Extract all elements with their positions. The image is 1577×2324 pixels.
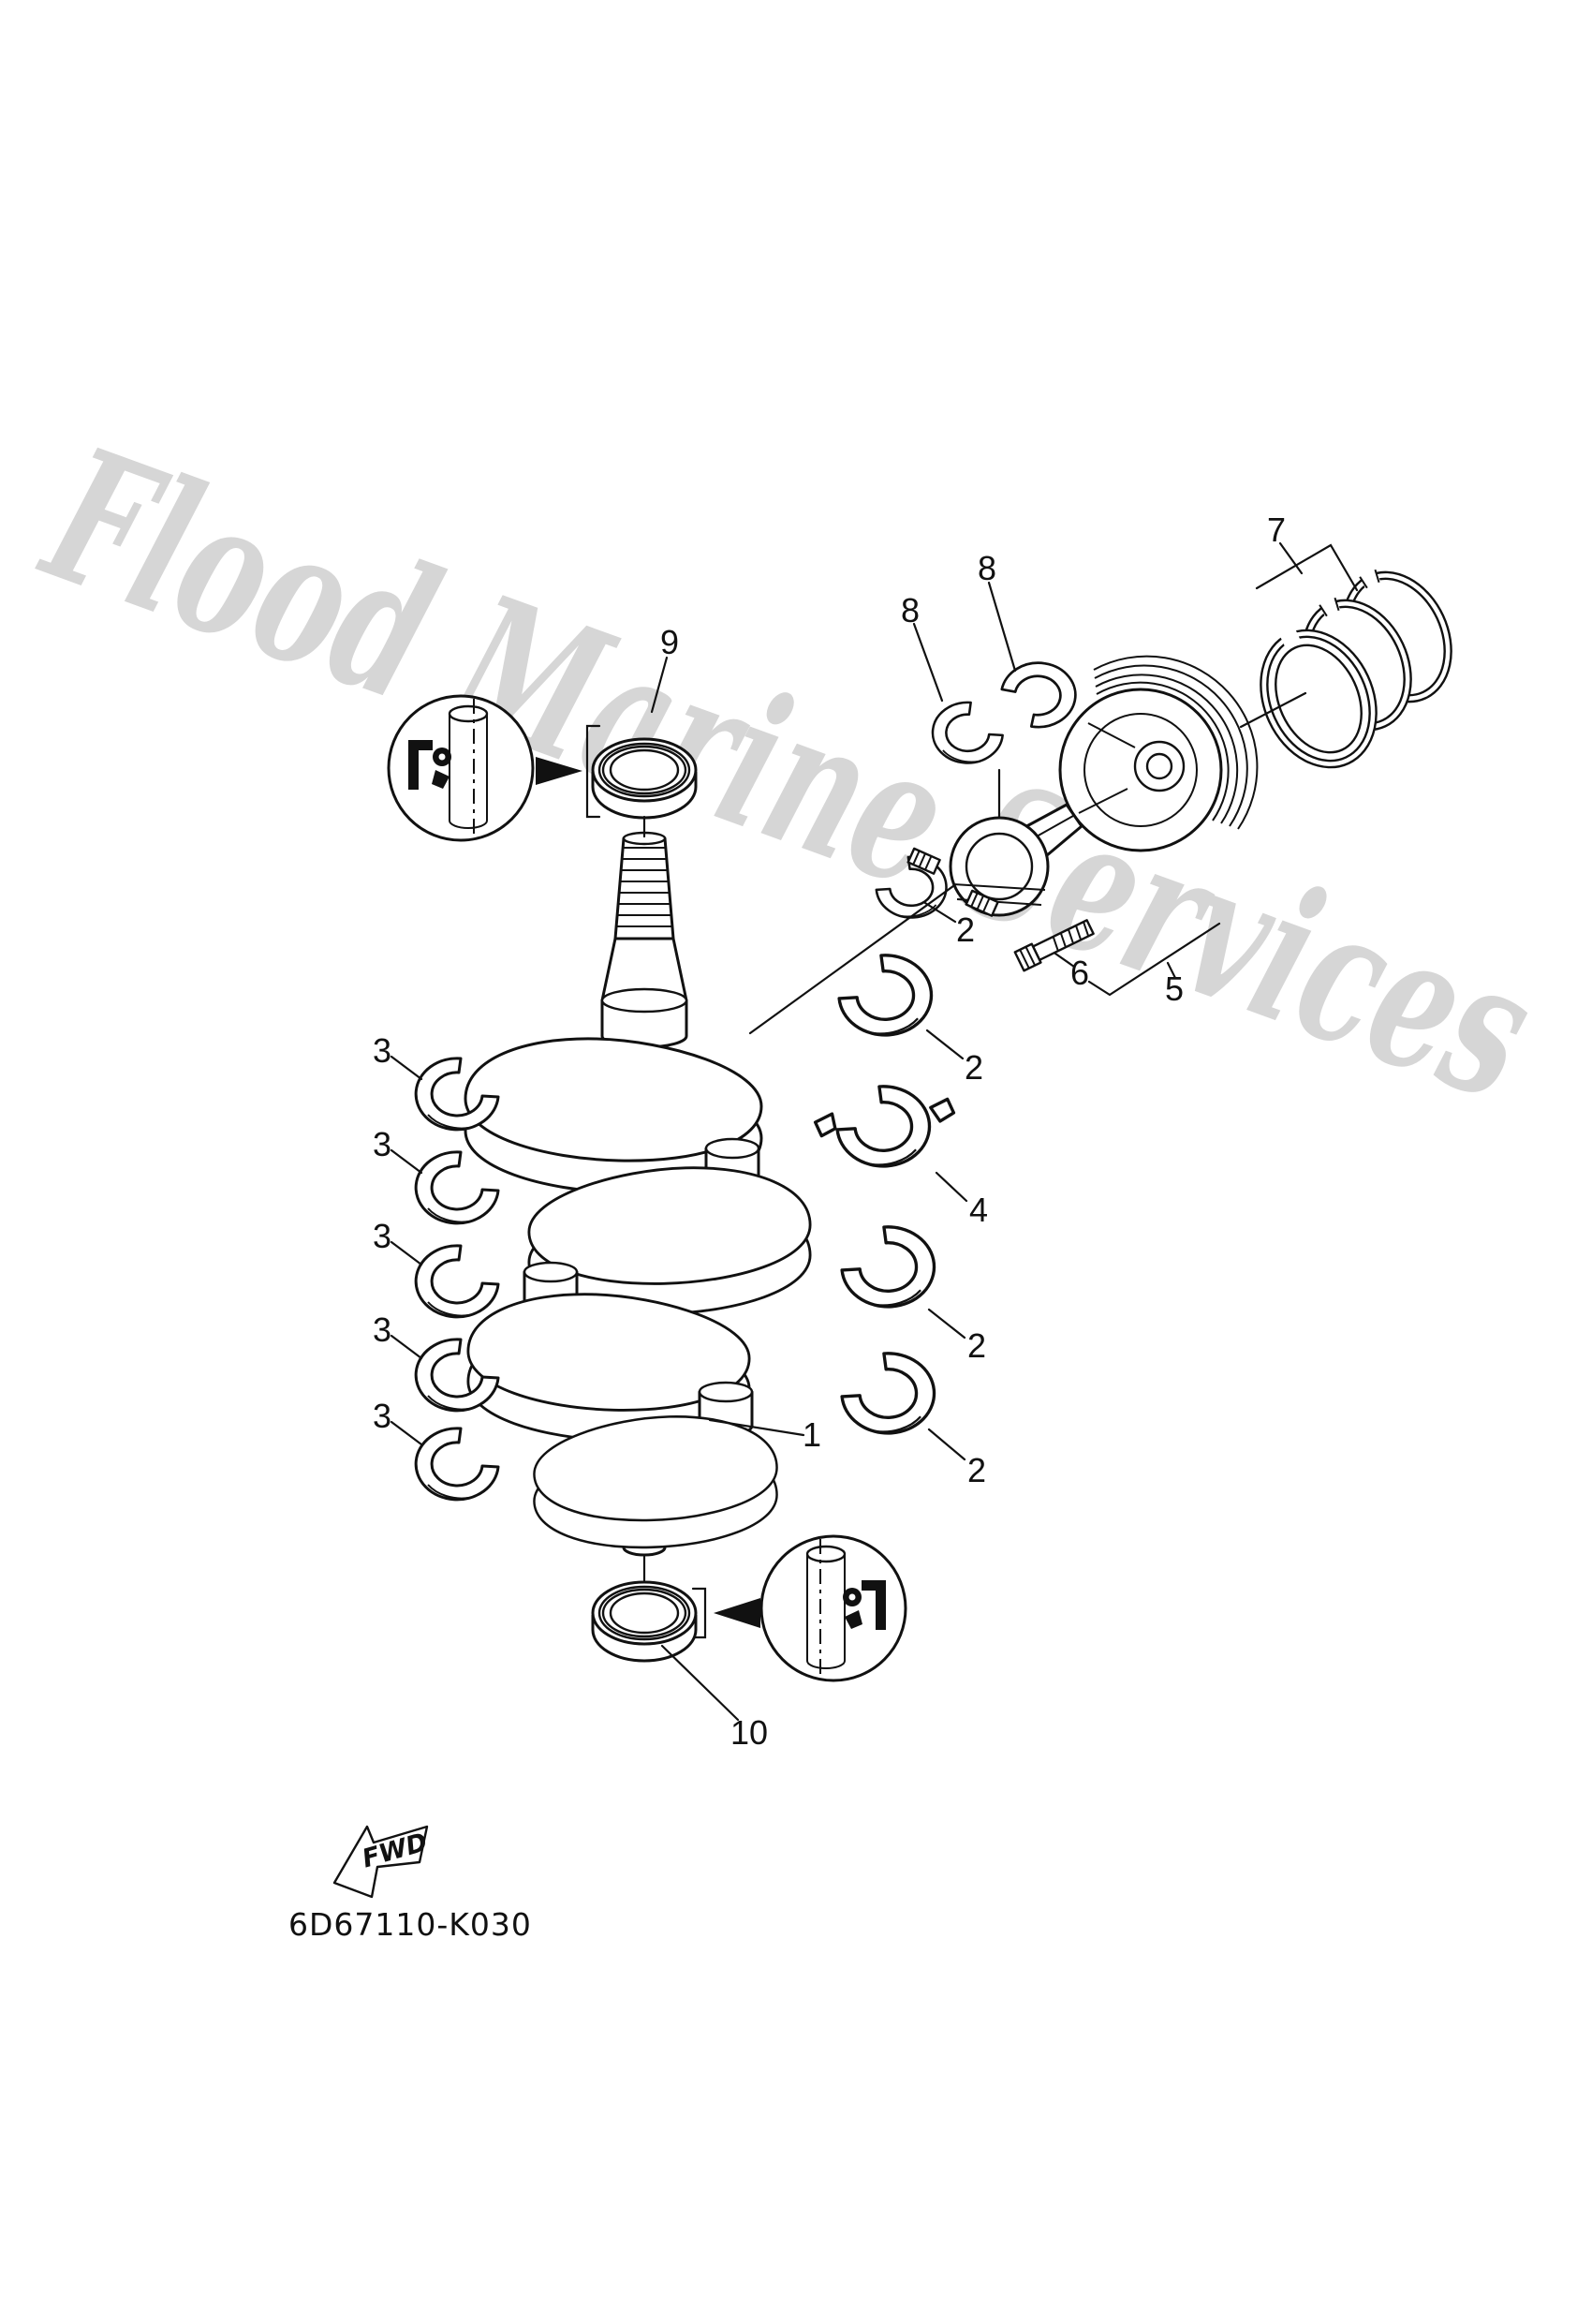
callout-2-second: 2 bbox=[965, 1048, 983, 1087]
callout-7: 7 bbox=[1267, 511, 1286, 549]
oil-ring bbox=[1260, 627, 1378, 769]
callout-2-top: 2 bbox=[956, 910, 975, 949]
detail-arrow-left-icon bbox=[714, 1598, 760, 1628]
assembly-line-crankpin bbox=[748, 869, 976, 1035]
watermark-text: Flood Marine Services bbox=[20, 405, 1558, 1143]
cap-bolt-1 bbox=[906, 847, 941, 875]
piston-rings-group bbox=[1239, 541, 1473, 769]
bracket-right bbox=[691, 1587, 707, 1639]
callout-8-right: 8 bbox=[978, 549, 996, 587]
callout-3-4: 3 bbox=[373, 1310, 391, 1349]
cap-bolt-2 bbox=[965, 889, 999, 917]
detail-arrow-right-icon bbox=[536, 757, 582, 785]
callout-5: 5 bbox=[1165, 970, 1184, 1008]
drawing-number: 6D67110-K030 bbox=[288, 1906, 532, 1943]
callout-8-left: 8 bbox=[901, 591, 920, 629]
lower-oil-seal-group bbox=[591, 1534, 907, 1722]
lower-seal-detail-circle bbox=[759, 1534, 907, 1682]
lower-oil-seal-ring bbox=[591, 1580, 698, 1663]
watermark: Flood Marine Services bbox=[20, 405, 1558, 1143]
callout-10: 10 bbox=[730, 1713, 768, 1752]
callout-labels: 9 8 8 7 2 6 5 2 4 2 2 3 3 3 3 3 1 10 bbox=[373, 511, 1286, 1752]
fwd-arrow: FWD bbox=[332, 1825, 431, 1899]
thread-lines bbox=[616, 847, 672, 927]
callout-1: 1 bbox=[803, 1415, 821, 1454]
crankpin-bearings-right bbox=[748, 855, 976, 1461]
callout-4: 4 bbox=[969, 1191, 988, 1229]
callout-6: 6 bbox=[1070, 954, 1089, 992]
callout-2-third: 2 bbox=[967, 1326, 986, 1365]
main-bearing-leaders bbox=[390, 1055, 423, 1446]
upper-seal-detail-circle bbox=[387, 694, 535, 842]
crankpin-bearing-leaders bbox=[923, 901, 968, 1461]
connecting-rod-piston bbox=[906, 581, 1259, 917]
rod-bolt-group bbox=[1013, 919, 1221, 997]
callout-3-1: 3 bbox=[373, 1031, 391, 1070]
callout-2-fourth: 2 bbox=[967, 1451, 986, 1489]
callout-3-2: 3 bbox=[373, 1125, 391, 1163]
upper-oil-seal-ring bbox=[591, 737, 698, 820]
crankshaft-leader bbox=[708, 1418, 805, 1437]
callout-3-3: 3 bbox=[373, 1217, 391, 1255]
callout-9: 9 bbox=[660, 623, 679, 661]
crankshaft-illustration bbox=[465, 831, 810, 1557]
upper-oil-seal-group bbox=[387, 656, 698, 842]
bracket-left bbox=[585, 724, 601, 819]
main-bearings-left bbox=[390, 1055, 500, 1502]
callout-3-5: 3 bbox=[373, 1397, 391, 1435]
